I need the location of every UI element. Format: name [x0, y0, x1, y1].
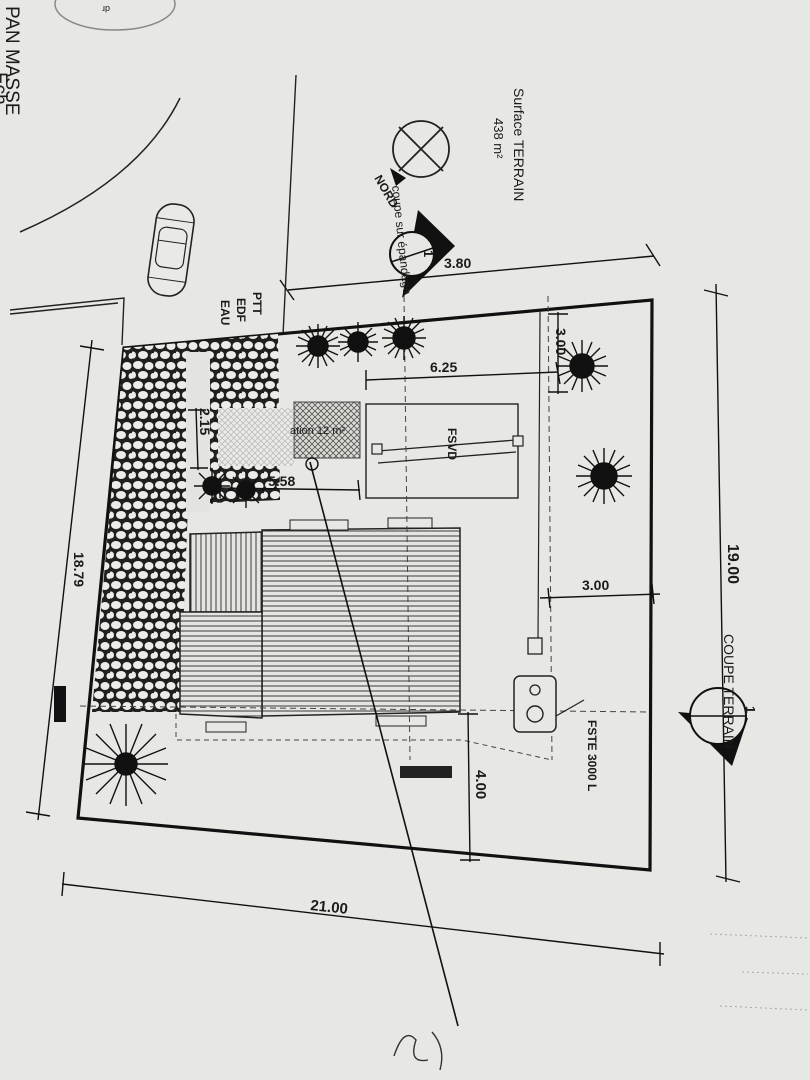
section-marker-top — [389, 210, 455, 298]
signature-mark — [393, 1031, 443, 1071]
lot-boundary — [76, 298, 654, 872]
tree-icon — [228, 472, 264, 508]
section-cut-line — [309, 461, 459, 1027]
section-cut-origin — [305, 457, 319, 471]
surface-value: 438 m² — [491, 118, 506, 159]
dim-house-gap: 3.00 — [582, 577, 609, 593]
title-fragment: PAN MASSE — [1, 6, 22, 115]
house-dashed-outline — [175, 714, 553, 761]
north-compass-icon — [390, 120, 450, 186]
network-ptt: PTT — [250, 292, 264, 315]
tree-icon — [382, 316, 426, 360]
faint-marks — [709, 933, 809, 1011]
house-roof-main — [261, 527, 461, 717]
fste-tank — [513, 637, 585, 733]
section-marker-right — [678, 687, 748, 766]
dim-parking-width: 5.58 — [268, 473, 295, 489]
mailbox-block — [54, 686, 66, 722]
tree-icon — [194, 468, 230, 504]
tree-icon — [576, 448, 632, 504]
car-icon — [147, 203, 195, 297]
house-door-4 — [375, 715, 427, 727]
dim-lot-depth-right: 19.00 — [724, 544, 741, 584]
dim-lot-depth-left: 18.79 — [71, 552, 87, 587]
dim-fsvd-gap: 3.00 — [553, 328, 569, 355]
house-roof-annex — [189, 531, 263, 613]
dim-top-offset: 3.80 — [444, 255, 471, 271]
parking-label: ation 12 m² — [290, 425, 345, 437]
section-top-number: 1 — [421, 250, 436, 257]
dimension-lines — [25, 243, 741, 966]
fsvd-field — [365, 403, 524, 499]
house-door-1 — [289, 519, 349, 531]
palm-tree-icon — [84, 723, 168, 806]
network-edf: EDF — [234, 298, 248, 322]
dim-parking-depth: 2.15 — [197, 408, 213, 435]
fste-label: FSTE 3000 L — [585, 720, 599, 791]
network-labels: PTT EDF EAU — [218, 292, 264, 325]
section-right-number: 1 — [743, 706, 758, 713]
dim-lot-width: 21.00 — [310, 897, 349, 918]
tree-icons — [84, 316, 632, 806]
stamp-mark: dr — [54, 0, 176, 31]
dim-fsvd-width: 6.25 — [430, 359, 457, 375]
section-right-label: COUPE TERRAIN — [721, 634, 737, 749]
parking-area — [218, 401, 361, 466]
tree-icon — [338, 322, 378, 362]
tree-icon — [556, 340, 608, 392]
dim-fste-offset: 4.00 — [472, 770, 489, 799]
meter-box — [400, 766, 452, 778]
surface-label: Surface TERRAIN — [511, 88, 527, 201]
house-roof-lower — [179, 611, 263, 719]
road-curve — [19, 97, 181, 233]
subtitle-fragment: Ech — [0, 72, 10, 105]
house-door-2 — [387, 517, 433, 529]
tree-icon — [296, 324, 340, 368]
fsvd-label: FSVD — [445, 428, 459, 460]
drain-pipe — [537, 311, 541, 641]
street-lines — [9, 74, 297, 346]
network-eau: EAU — [218, 300, 232, 325]
svg-text:dr: dr — [102, 4, 110, 14]
house-door-3 — [205, 721, 247, 733]
